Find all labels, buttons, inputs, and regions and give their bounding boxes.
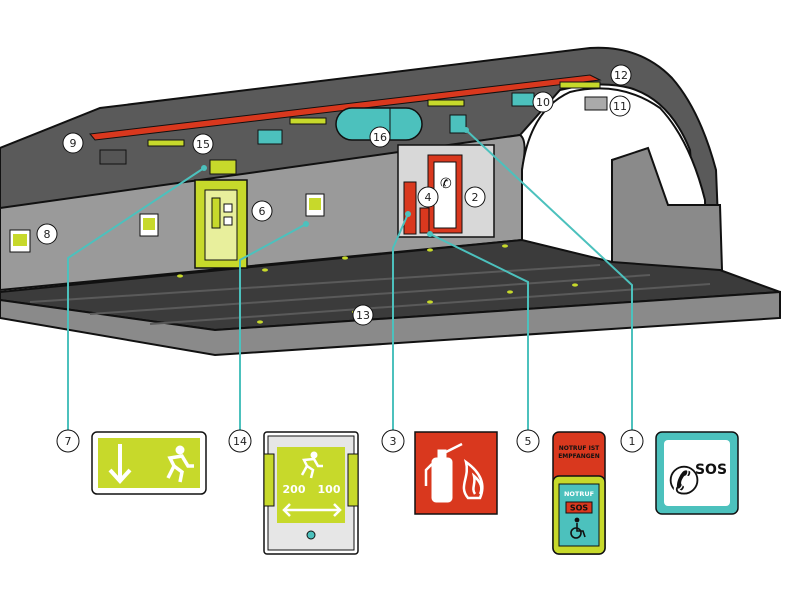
- camera-icon: [511, 92, 535, 107]
- arrow-left-right-icon: [282, 503, 342, 517]
- notruf-label: NOTRUF: [564, 490, 594, 498]
- arrow-down-icon: [108, 444, 132, 484]
- status-light: [306, 530, 316, 540]
- floor-edge: [0, 290, 781, 357]
- lane-line: [149, 283, 711, 325]
- sos-phone-sign: ✆ SOS: [655, 431, 739, 515]
- phone-indicator: [449, 114, 467, 134]
- lane-line: [89, 274, 651, 315]
- emergency-call-button: [419, 207, 430, 234]
- callout-marker: 8: [36, 223, 58, 245]
- svg-text:8: 8: [44, 228, 51, 241]
- phone-icon: ✆: [440, 176, 452, 192]
- fire-extinguisher-sign: [414, 431, 498, 515]
- wheelchair-icon: [570, 517, 586, 539]
- svg-text:12: 12: [614, 69, 628, 82]
- callout-marker: 12: [610, 64, 632, 86]
- escape-distance-sign: 200 100: [263, 431, 359, 555]
- running-person-icon: [300, 451, 323, 479]
- emergency-call-box: NOTRUF IST EMPFANGEN NOTRUF SOS: [552, 431, 606, 555]
- svg-text:16: 16: [373, 131, 387, 144]
- callout-marker: 16: [369, 126, 391, 148]
- ceiling-line-red: [89, 74, 602, 141]
- camera-icon: [257, 129, 283, 145]
- phone-icon: ✆: [668, 459, 700, 503]
- notruf-header-line2: EMPFANGEN: [558, 453, 600, 460]
- loudspeaker: [99, 149, 127, 165]
- fire-extinguisher-icon: [424, 442, 463, 503]
- svg-text:14: 14: [233, 435, 247, 448]
- svg-text:11: 11: [613, 100, 627, 113]
- svg-text:7: 7: [65, 435, 72, 448]
- callout-marker: 3: [381, 429, 405, 453]
- ceiling-light: [427, 99, 465, 107]
- emergency-exit-sign: [91, 431, 207, 495]
- svg-text:2: 2: [472, 191, 479, 204]
- exit-sign-light: [209, 159, 237, 175]
- callout-marker: 9: [62, 132, 84, 154]
- svg-text:1: 1: [629, 435, 636, 448]
- ceiling-light: [147, 139, 185, 147]
- svg-text:10: 10: [536, 96, 550, 109]
- svg-text:4: 4: [425, 191, 432, 204]
- callout-marker: 14: [228, 429, 252, 453]
- callout-marker: 5: [516, 429, 540, 453]
- callout-marker: 13: [352, 304, 374, 326]
- notruf-sos-label: SOS: [570, 504, 589, 513]
- distance-left-label: 200: [283, 483, 306, 496]
- callout-marker: 7: [56, 429, 80, 453]
- svg-text:15: 15: [196, 138, 210, 151]
- notruf-header-line1: NOTRUF IST: [559, 445, 600, 452]
- callout-marker: 10: [532, 91, 554, 113]
- distance-right-label: 100: [318, 483, 341, 496]
- camera-icon: [584, 96, 608, 111]
- svg-text:13: 13: [356, 309, 370, 322]
- fire-extinguisher-cabinet: [403, 181, 417, 235]
- ceiling-light: [289, 117, 327, 125]
- callout-marker: 2: [464, 186, 486, 208]
- leader-lines: [67, 129, 633, 430]
- callout-marker: 6: [251, 200, 273, 222]
- sos-label: SOS: [695, 462, 727, 478]
- svg-text:5: 5: [525, 435, 532, 448]
- svg-text:3: 3: [390, 435, 397, 448]
- callout-marker: 4: [417, 186, 439, 208]
- callout-marker: 1: [620, 429, 644, 453]
- flame-icon: [462, 459, 484, 500]
- callout-marker: 15: [192, 133, 214, 155]
- svg-text:9: 9: [70, 137, 77, 150]
- callout-marker: 11: [609, 95, 631, 117]
- svg-text:6: 6: [259, 205, 266, 218]
- ceiling-light: [559, 81, 601, 89]
- running-person-icon: [166, 445, 194, 483]
